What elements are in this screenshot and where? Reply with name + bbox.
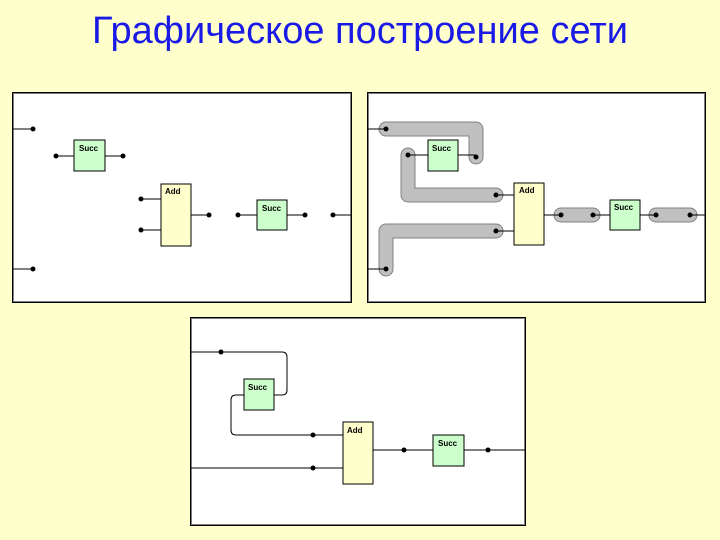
slide-title: Графическое построение сети (92, 10, 628, 52)
wire-input1-to-succ (191, 351, 288, 396)
port-dot[interactable] (218, 349, 224, 355)
port-dot[interactable] (401, 447, 407, 453)
network-panel-connected: Succ Add Succ (190, 317, 526, 526)
port-dot[interactable] (235, 212, 241, 218)
port-dot[interactable] (485, 447, 491, 453)
succ-label: Succ (262, 204, 282, 213)
add-block[interactable]: Add (342, 421, 374, 485)
port-dot[interactable] (653, 212, 659, 218)
port-dot[interactable] (473, 154, 479, 160)
wire-succ-to-add (230, 394, 343, 436)
succ-label: Succ (79, 144, 99, 153)
add-label: Add (347, 426, 363, 435)
succ-block[interactable]: Succ (609, 199, 641, 231)
port-dot[interactable] (687, 212, 693, 218)
port-dot[interactable] (330, 212, 336, 218)
succ-block[interactable]: Succ (243, 378, 275, 411)
port-dot[interactable] (30, 266, 36, 272)
succ-label: Succ (248, 383, 268, 392)
port-dot[interactable] (383, 126, 389, 132)
panel-a-canvas: Succ Add Succ (13, 126, 351, 272)
add-block[interactable]: Add (160, 183, 192, 247)
port-dot[interactable] (138, 227, 144, 233)
port-dot[interactable] (383, 266, 389, 272)
succ-label: Succ (614, 203, 634, 212)
add-label: Add (165, 187, 181, 196)
port-dot[interactable] (302, 212, 308, 218)
panel-b-canvas: Succ Add Succ (368, 121, 705, 277)
succ-block[interactable]: Succ (427, 139, 459, 172)
succ-label: Succ (432, 144, 452, 153)
network-panel-highlighted: Succ Add Succ (367, 92, 706, 303)
succ-block[interactable]: Succ (73, 139, 106, 172)
port-dot[interactable] (590, 212, 596, 218)
add-block[interactable]: Add (513, 182, 545, 246)
port-dot[interactable] (206, 212, 212, 218)
port-dot[interactable] (405, 152, 411, 158)
succ-block[interactable]: Succ (432, 434, 465, 467)
port-dot[interactable] (310, 465, 316, 471)
port-dot[interactable] (53, 153, 59, 159)
succ-block[interactable]: Succ (256, 199, 288, 231)
port-dot[interactable] (493, 192, 499, 198)
port-dot[interactable] (120, 153, 126, 159)
add-label: Add (519, 186, 535, 195)
port-dot[interactable] (138, 196, 144, 202)
port-dot[interactable] (310, 432, 316, 438)
port-dot[interactable] (30, 126, 36, 132)
network-panel-unconnected: Succ Add Succ (12, 92, 352, 303)
port-dot[interactable] (493, 228, 499, 234)
panel-c-canvas: Succ Add Succ (191, 349, 525, 485)
selection-highlight (379, 122, 697, 276)
port-dot[interactable] (558, 212, 564, 218)
succ-label: Succ (438, 439, 458, 448)
